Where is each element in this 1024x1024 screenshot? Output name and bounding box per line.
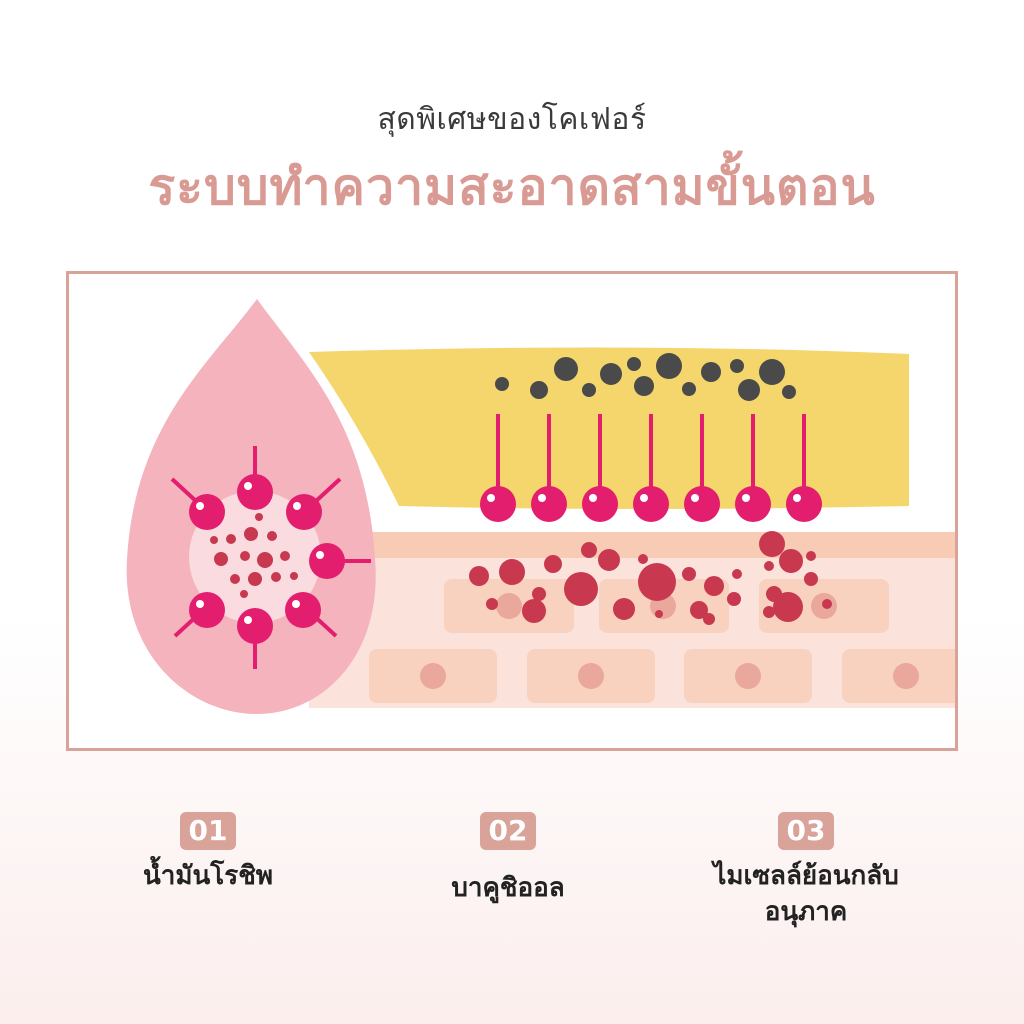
dirt-particles [495,353,796,401]
step-2-label-line: บาคูชิออล [451,873,565,903]
step-2-label: บาคูชิออล [378,870,638,906]
micelle-dirt [210,513,298,598]
skin-layers [309,532,955,708]
surfactant-row [480,414,822,522]
cleansing-illustration [126,299,955,714]
cell-nucleus [420,663,446,689]
step-3-label: ไมเซลล์ย้อนกลับ อนุภาค [676,858,936,930]
cell-nucleus [735,663,761,689]
skin-impurities [469,531,832,625]
step-3-number: 03 [778,812,834,850]
step-3-label-line-1: ไมเซลล์ย้อนกลับ [713,861,899,891]
step-2-number: 02 [480,812,536,850]
step-3-label-line-2: อนุภาค [764,897,848,927]
subtitle: สุดพิเศษของโคเฟอร์ [377,102,647,137]
micelle-core [189,491,321,623]
step-1: 01 น้ำมันโรชิพ [78,812,338,894]
illustration-frame [66,271,958,751]
step-2: 02 บาคูชิออล [378,812,638,906]
step-3: 03 ไมเซลล์ย้อนกลับ อนุภาค [676,812,936,930]
skin-top-layer [309,532,955,558]
cell-nucleus [578,663,604,689]
cell-nucleus [496,593,522,619]
oil-drop [126,299,376,714]
cell-nucleus [893,663,919,689]
step-1-label: น้ำมันโรชิพ [78,858,338,894]
page-title: ระบบทำความสะอาดสามขั้นตอน [148,158,876,216]
step-1-label-line: น้ำมันโรชิพ [143,861,273,891]
step-1-number: 01 [180,812,236,850]
